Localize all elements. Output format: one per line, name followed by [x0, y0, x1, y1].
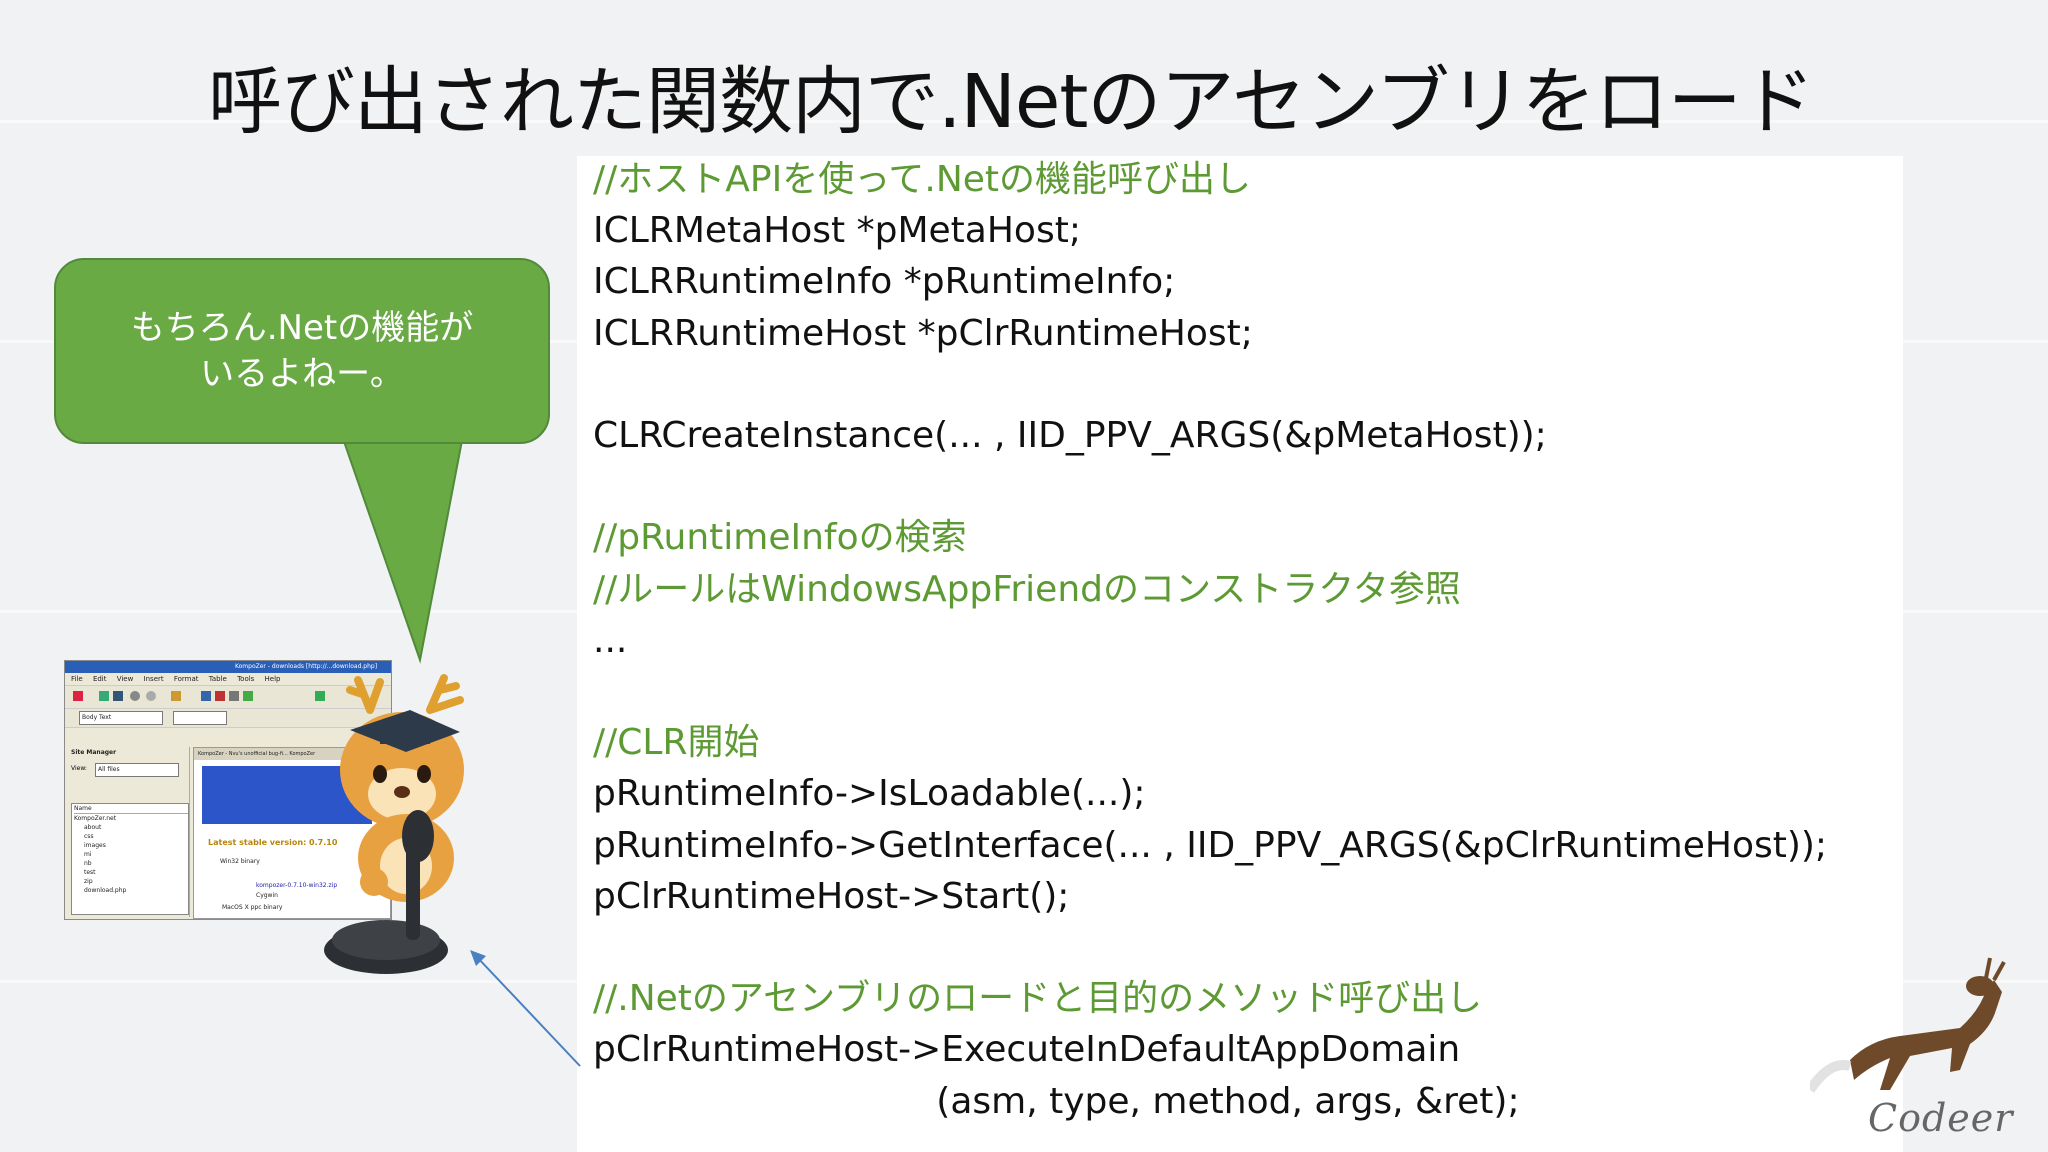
code-line: pRuntimeInfo->GetInterface(... , IID_PPV…	[593, 824, 1828, 866]
code-comment-line: //pRuntimeInfoの検索	[593, 517, 967, 559]
tree-item: about	[84, 824, 102, 831]
code-line: ICLRRuntimeInfo *pRuntimeInfo;	[593, 261, 1176, 303]
code-comment-line: //ホストAPIを使って.Netの機能呼び出し	[593, 159, 1252, 200]
view-combo: All files	[95, 763, 179, 777]
site-manager-label: Site Manager	[71, 749, 117, 756]
speech-bubble-line2: いるよねー。	[200, 354, 404, 394]
thumbnail-font-combo	[173, 711, 227, 725]
code-panel: //ホストAPIを使って.Netの機能呼び出し ICLRMetaHost *pMe…	[577, 156, 1903, 1152]
code-line: ICLRRuntimeHost *pClrRuntimeHost;	[593, 312, 1253, 354]
speech-bubble: もちろん.Netの機能が いるよねー。	[54, 258, 550, 444]
tree-item: images	[84, 842, 106, 849]
tree-item: test	[84, 869, 96, 876]
code-line: CLRCreateInstance(... , IID_PPV_ARGS(&pM…	[593, 415, 1547, 456]
thumbnail-macos: MacOS X ppc binary	[222, 904, 283, 911]
thumbnail-win32: Win32 binary	[220, 858, 260, 865]
tree-item: css	[84, 833, 94, 840]
running-deer-illustration	[1810, 957, 2006, 1093]
deer-mascot-joystick-illustration	[324, 674, 464, 974]
tree-item: nb	[84, 860, 92, 867]
background-streak	[0, 120, 2048, 123]
tree-header: Name	[74, 804, 188, 814]
thumbnail-site-manager: Site Manager View: All files Name KompoZ…	[67, 747, 190, 917]
codeer-logo: Codeer	[1868, 1096, 2014, 1140]
code-line: ...	[593, 619, 628, 661]
tree-item: mi	[84, 851, 92, 858]
thumbnail-menubar: File Edit View Insert Format Table Tools…	[71, 675, 281, 683]
code-line: pClrRuntimeHost->Start();	[593, 875, 1070, 917]
view-label: View:	[71, 765, 87, 772]
thumbnail-cygwin: Cygwin	[256, 892, 278, 899]
thumbnail-latest-version: Latest stable version: 0.7.10	[208, 838, 338, 847]
speech-bubble-tail	[340, 430, 466, 664]
code-line: ICLRMetaHost *pMetaHost;	[593, 210, 1081, 252]
code-comment-line: //ルールはWindowsAppFriendのコンストラクタ参照	[593, 568, 1461, 610]
pointer-arrow	[470, 950, 581, 1067]
slide-title: 呼び出された関数内で.Netのアセンブリをロード	[208, 59, 1815, 145]
code-line: pClrRuntimeHost->ExecuteInDefaultAppDoma…	[593, 1029, 1461, 1071]
tree-item: KompoZer.net	[74, 815, 117, 822]
site-tree: Name KompoZer.net about css images mi nb…	[71, 803, 189, 915]
tree-item: download.php	[84, 887, 127, 894]
thumbnail-toolbar	[65, 685, 391, 709]
tree-item: zip	[84, 878, 93, 885]
code-line: pRuntimeInfo->IsLoadable(...);	[593, 773, 1146, 815]
code-line: (asm, type, method, args, &ret);	[593, 1080, 1520, 1122]
code-comment-line: //.Netのアセンブリのロードと目的のメソッド呼び出し	[593, 978, 1483, 1020]
thumbnail-style-combo: Body Text	[79, 711, 163, 725]
thumbnail-zip-link: kompozer-0.7.10-win32.zip	[256, 882, 338, 889]
thumbnail-titlebar: KompoZer - downloads [http://...download…	[65, 661, 391, 673]
thumbnail-tabs: KompoZer - Nvu's unofficial bug-fi... Ko…	[194, 748, 390, 760]
speech-bubble-line1: もちろん.Netの機能が	[130, 308, 474, 348]
toolbar-icons	[73, 691, 325, 701]
code-comment-line: //CLR開始	[593, 722, 760, 764]
